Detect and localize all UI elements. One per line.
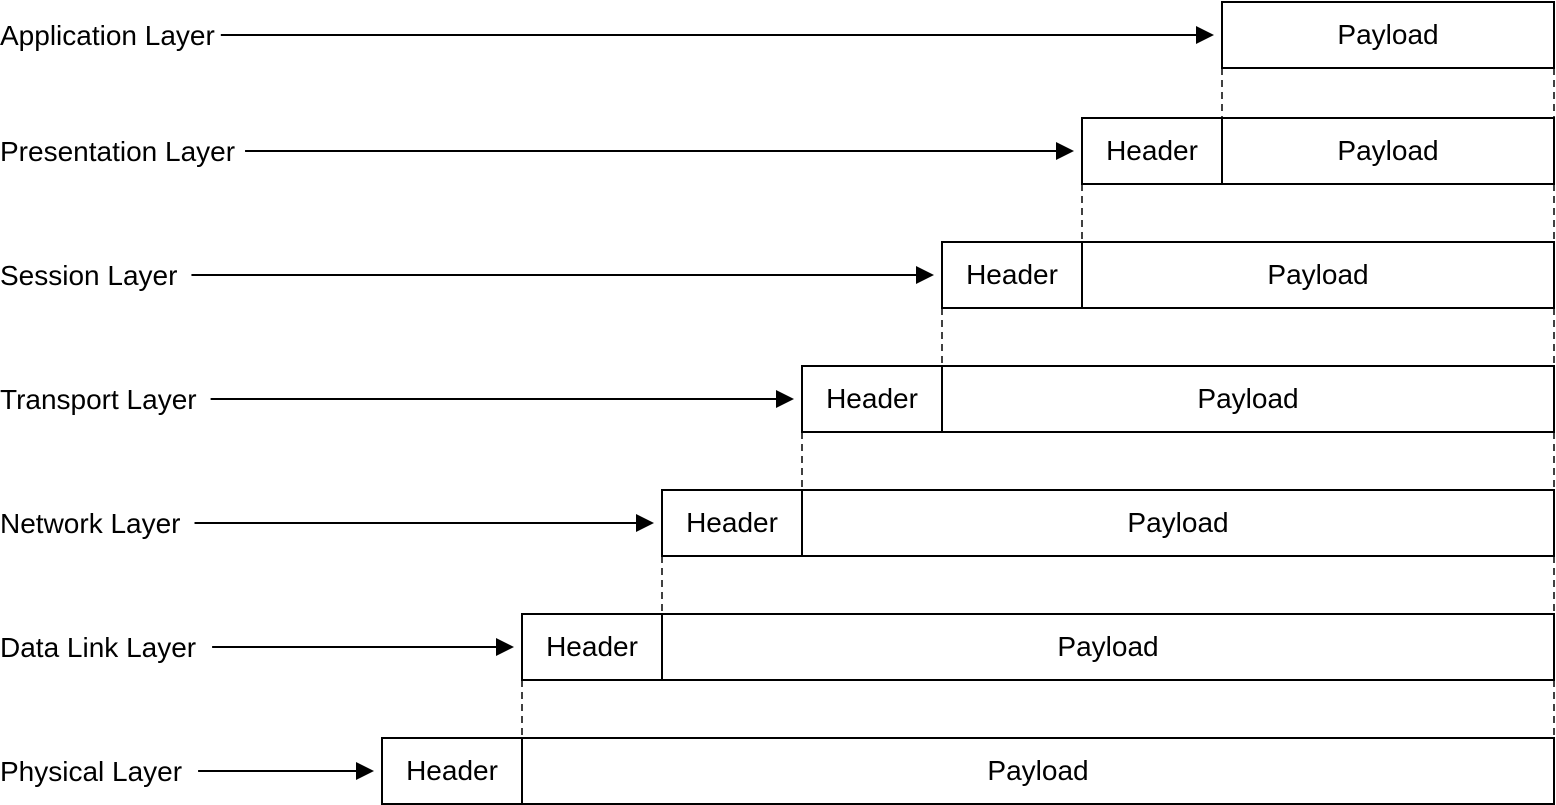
- payload-label: Payload: [1197, 383, 1298, 414]
- arrow-head-icon: [636, 514, 654, 532]
- arrow-head-icon: [496, 638, 514, 656]
- layer-row-application-layer: Application Layer Payload: [0, 1, 1555, 69]
- arrow-head-icon: [1056, 142, 1074, 160]
- payload-label: Payload: [1337, 19, 1438, 50]
- layer-label: Presentation Layer: [0, 136, 235, 167]
- layer-row-session-layer: Session Layer Header Payload: [0, 241, 1555, 309]
- arrow-head-icon: [776, 390, 794, 408]
- layer-label: Data Link Layer: [0, 632, 196, 663]
- arrow-head-icon: [356, 762, 374, 780]
- layer-row-data-link-layer: Data Link Layer Header Payload: [0, 613, 1555, 681]
- payload-label: Payload: [1337, 135, 1438, 166]
- arrow-head-icon: [1196, 26, 1214, 44]
- layer-row-presentation-layer: Presentation Layer Header Payload: [0, 117, 1555, 185]
- payload-label: Payload: [1127, 507, 1228, 538]
- payload-box: [661, 613, 1555, 681]
- alignment-guides: [521, 68, 1555, 738]
- arrow-head-icon: [916, 266, 934, 284]
- header-box: [801, 365, 943, 433]
- layer-label: Network Layer: [0, 508, 181, 539]
- header-label: Header: [826, 383, 918, 414]
- layer-label: Transport Layer: [0, 384, 197, 415]
- payload-box: [1221, 1, 1555, 69]
- header-box: [941, 241, 1083, 309]
- header-label: Header: [1106, 135, 1198, 166]
- header-label: Header: [966, 259, 1058, 290]
- header-box: [521, 613, 663, 681]
- payload-box: [941, 365, 1555, 433]
- layer-label: Session Layer: [0, 260, 177, 291]
- payload-box: [801, 489, 1555, 557]
- layer-label: Application Layer: [0, 20, 215, 51]
- payload-label: Payload: [1267, 259, 1368, 290]
- header-box: [1081, 117, 1223, 185]
- layer-row-transport-layer: Transport Layer Header Payload: [0, 365, 1555, 433]
- layer-row-physical-layer: Physical Layer Header Payload: [0, 737, 1555, 805]
- payload-label: Payload: [987, 755, 1088, 786]
- header-label: Header: [686, 507, 778, 538]
- payload-box: [521, 737, 1555, 805]
- header-label: Header: [406, 755, 498, 786]
- header-label: Header: [546, 631, 638, 662]
- layer-row-network-layer: Network Layer Header Payload: [0, 489, 1555, 557]
- payload-box: [1221, 117, 1555, 185]
- layer-label: Physical Layer: [0, 756, 182, 787]
- payload-label: Payload: [1057, 631, 1158, 662]
- header-box: [381, 737, 523, 805]
- payload-box: [1081, 241, 1555, 309]
